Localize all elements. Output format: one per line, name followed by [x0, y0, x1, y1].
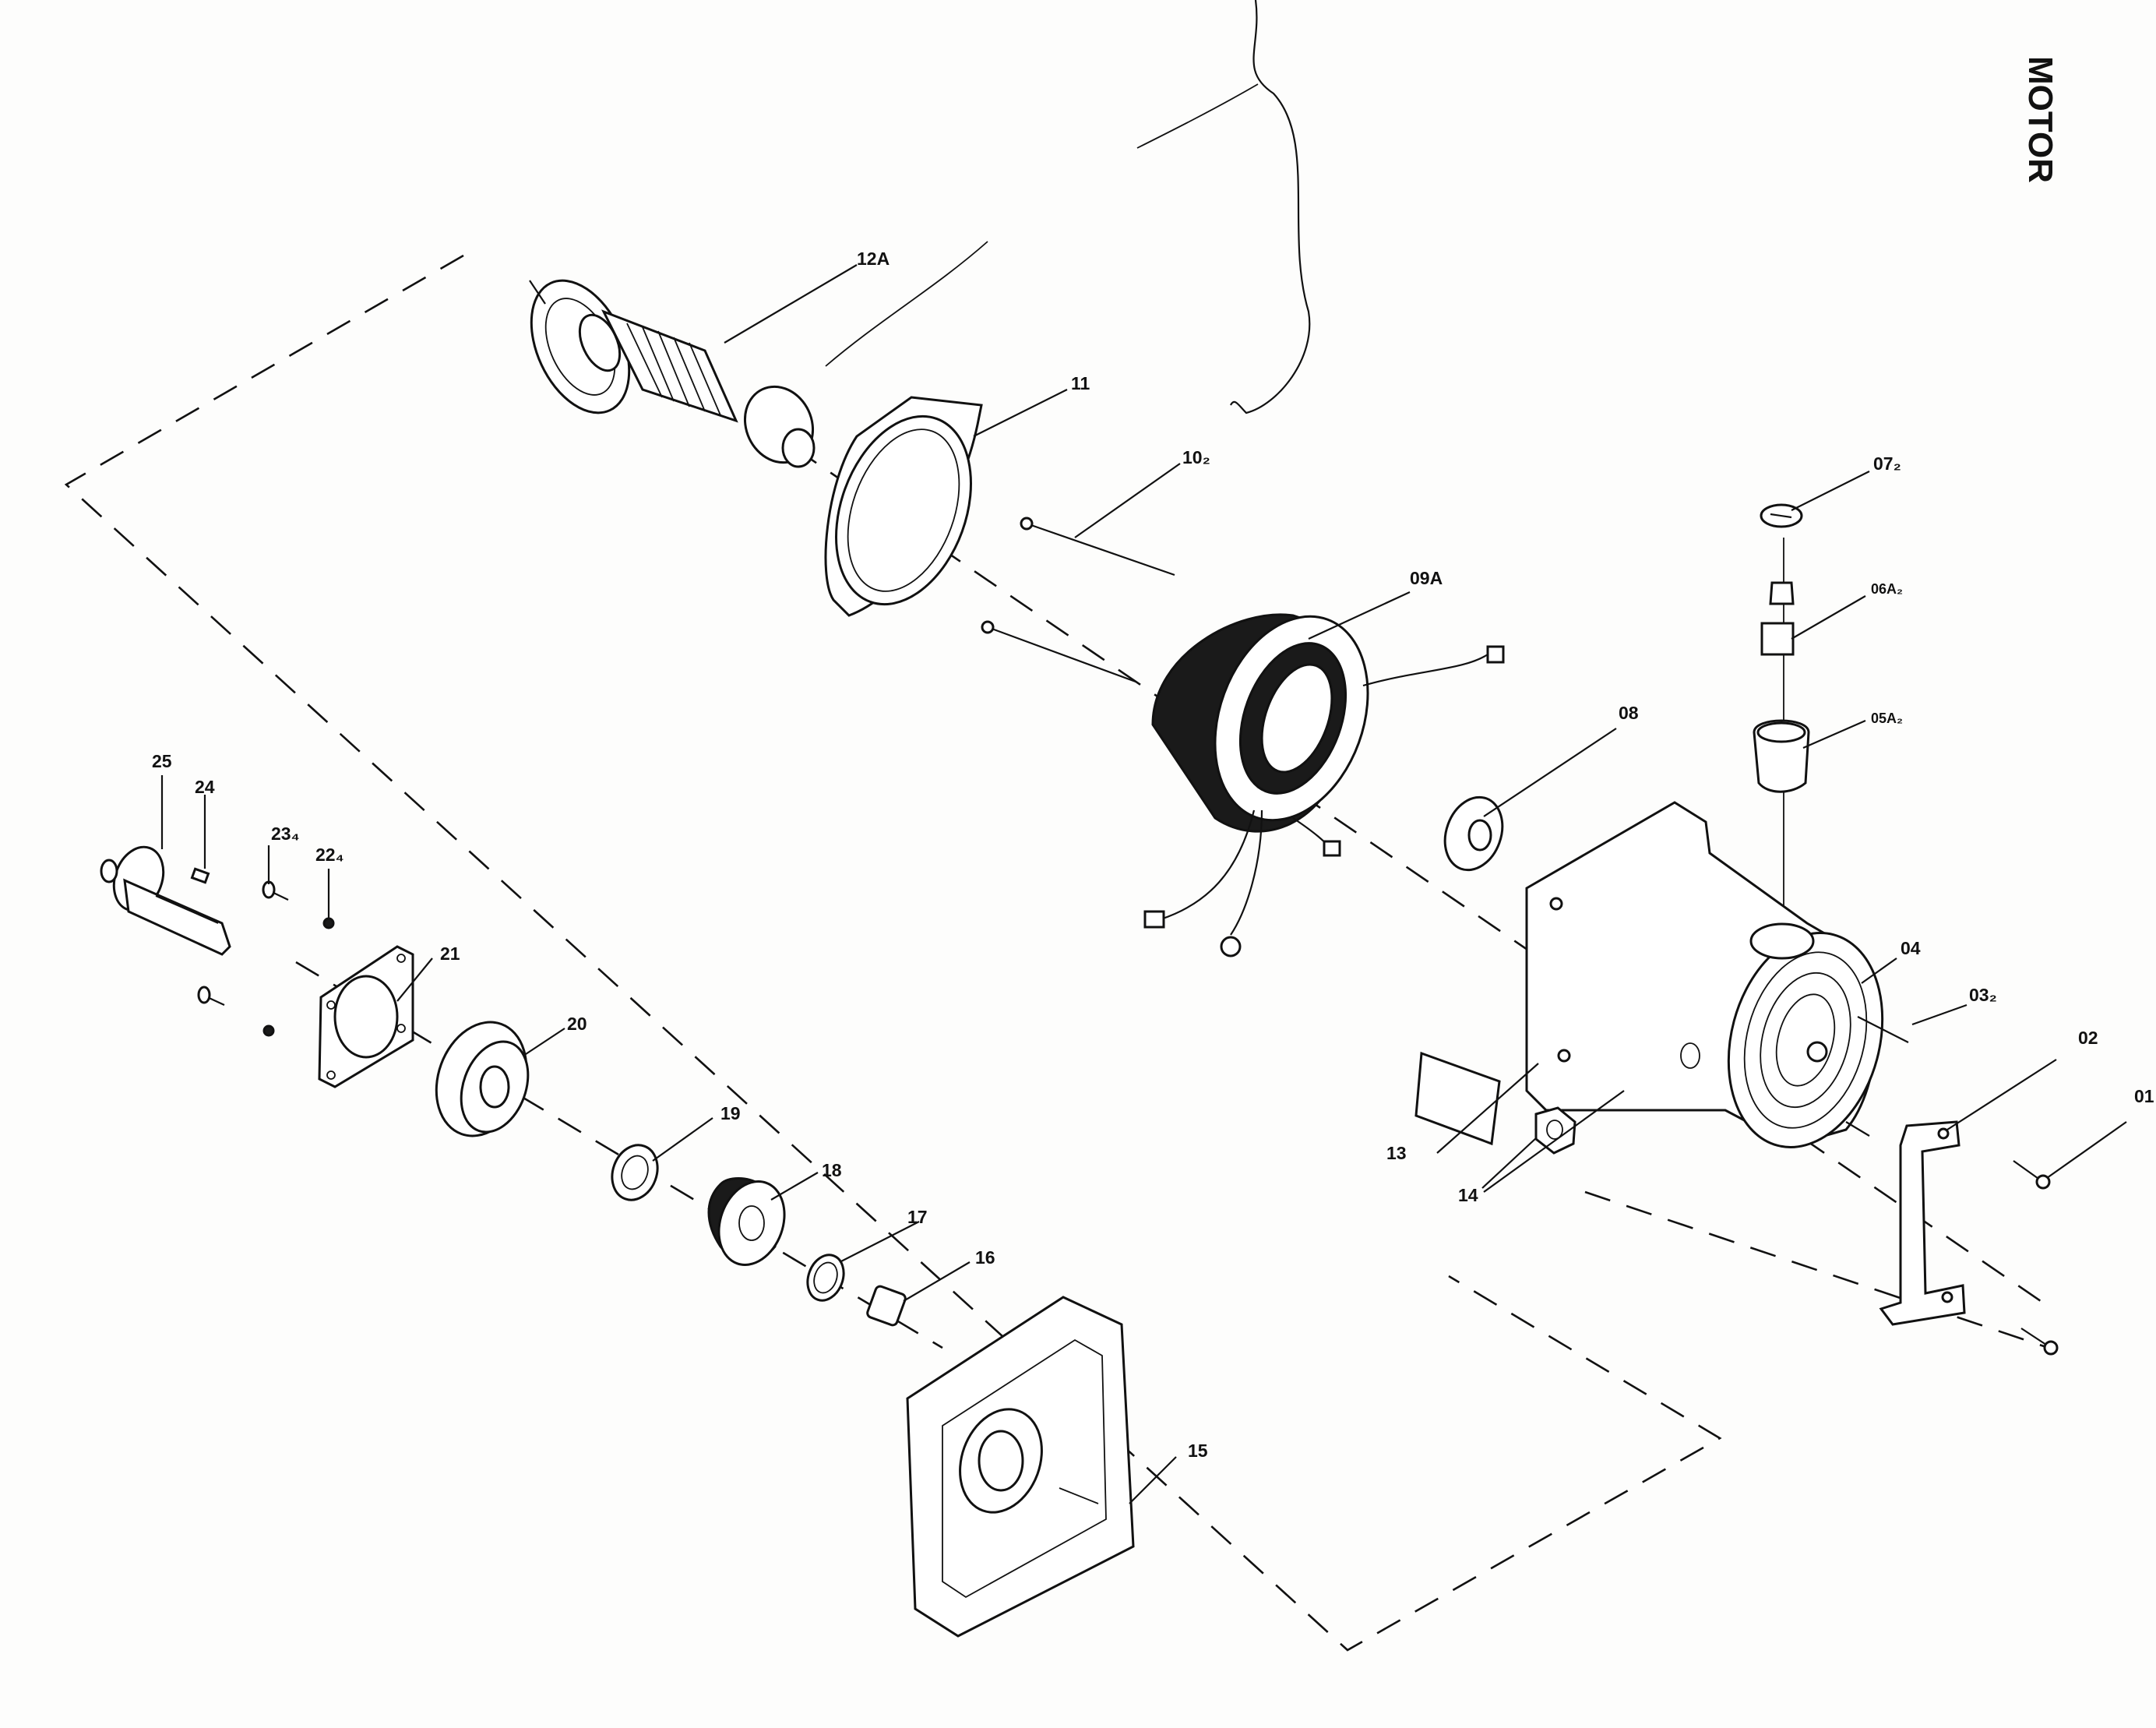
needle-bearing-16	[866, 1285, 907, 1327]
callout-25: 25	[152, 751, 172, 771]
callout-11: 11	[1071, 373, 1090, 393]
callout-21: 21	[440, 943, 460, 964]
callout-09A: 09A	[1410, 568, 1443, 588]
callout-24: 24	[195, 777, 215, 797]
callout-16: 16	[975, 1247, 995, 1268]
spindle-25	[100, 845, 231, 956]
callout-18: 18	[822, 1160, 842, 1180]
gear-18	[707, 1177, 786, 1266]
callout-23: 23₄	[271, 823, 300, 844]
callout-15: 15	[1188, 1441, 1208, 1461]
callout-03: 03₂	[1969, 985, 1997, 1005]
bearing-08	[1443, 795, 1504, 872]
brush-plate-11	[824, 396, 983, 617]
callout-20: 20	[567, 1014, 587, 1034]
callout-19: 19	[720, 1103, 741, 1123]
callout-02: 02	[2078, 1028, 2098, 1048]
callout-04: 04	[1901, 938, 1921, 958]
brush-spring-06A	[1769, 581, 1795, 605]
callout-08: 08	[1619, 703, 1639, 723]
motor-housing-04	[1525, 801, 1884, 1148]
screw-03	[1845, 1016, 1909, 1137]
callout-12A: 12A	[857, 249, 890, 269]
callout-10: 10₂	[1182, 447, 1210, 467]
armature-12A	[529, 279, 816, 468]
callout-05A: 05A₂	[1871, 711, 1903, 726]
through-bolts-10	[981, 517, 1175, 683]
label-plate-13	[1414, 1051, 1501, 1146]
bracket-02	[1879, 1120, 1966, 1326]
washer-19	[611, 1144, 659, 1201]
bearing-plate-21	[318, 945, 414, 1088]
retaining-ring-17	[806, 1254, 845, 1302]
brush-assembly	[1753, 503, 1810, 793]
diagram-title: MOTOR	[2021, 56, 2059, 183]
callout-22: 22₄	[315, 845, 344, 865]
callout-13: 13	[1386, 1143, 1407, 1163]
callout-07: 07₂	[1873, 453, 1901, 474]
bearing-20	[435, 1021, 530, 1137]
wire-sketch	[825, 0, 1311, 414]
callout-17: 17	[907, 1207, 928, 1227]
gear-case-15	[906, 1296, 1135, 1638]
callout-labels: 12A 11 10₂ 09A 08 07₂ 06A₂ 05A₂ 04 03₂ 0…	[152, 249, 2154, 1461]
callout-01: 01	[2134, 1086, 2154, 1106]
callout-14: 14	[1458, 1185, 1478, 1205]
callout-06A: 06A₂	[1871, 581, 1903, 597]
key-24	[190, 867, 210, 884]
assembly-outline	[64, 254, 1722, 1652]
leader-lines	[160, 264, 2127, 1504]
stator-09A	[1143, 613, 1505, 957]
screw-01	[2013, 1160, 2059, 1356]
screws-22-23	[197, 880, 335, 1037]
